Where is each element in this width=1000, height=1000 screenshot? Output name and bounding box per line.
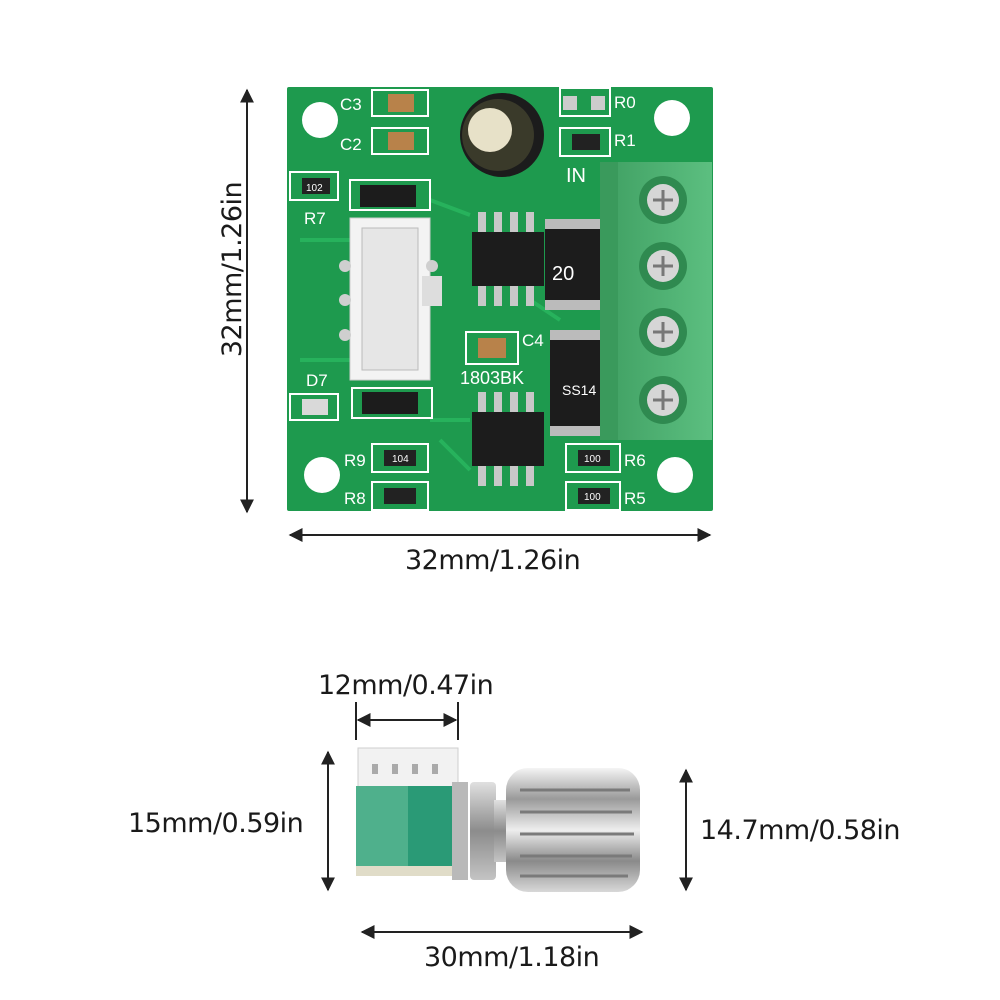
pot-width-label: 12mm/0.47in — [318, 670, 494, 701]
label-r5: R5 — [624, 489, 646, 508]
label-res-100a: 100 — [584, 454, 601, 465]
pot-height-label: 15mm/0.59in — [128, 808, 304, 839]
label-r1: R1 — [614, 131, 636, 150]
label-diode-ss14: SS14 — [562, 382, 596, 398]
label-res-102: 102 — [306, 183, 323, 194]
label-c4: C4 — [522, 331, 544, 350]
label-c3: C3 — [340, 95, 362, 114]
label-diode-20: 20 — [552, 263, 574, 285]
label-r8: R8 — [344, 489, 366, 508]
label-r9: R9 — [344, 451, 366, 470]
label-in: IN — [566, 165, 586, 187]
knob — [506, 768, 640, 892]
board-width-label: 32mm/1.26in — [405, 545, 581, 576]
knob-height-label: 14.7mm/0.58in — [700, 815, 901, 846]
pot-length-label: 30mm/1.18in — [424, 942, 600, 973]
label-chip-code: 1803BK — [460, 368, 524, 388]
label-res-100b: 100 — [584, 492, 601, 503]
terminal-screws — [639, 176, 687, 424]
silkscreen-labels: C3 C2 R0 R1 IN R7 C4 1803BK D7 R9 R8 R6 … — [304, 93, 646, 508]
board-height-label: 32mm/1.26in — [217, 181, 249, 358]
label-res-104: 104 — [392, 454, 409, 465]
label-d7: D7 — [306, 371, 328, 390]
potentiometer — [356, 747, 640, 892]
label-c2: C2 — [340, 135, 362, 154]
pcb-board — [287, 87, 713, 511]
label-r0: R0 — [614, 93, 636, 112]
label-r7: R7 — [304, 209, 326, 228]
label-r6: R6 — [624, 451, 646, 470]
